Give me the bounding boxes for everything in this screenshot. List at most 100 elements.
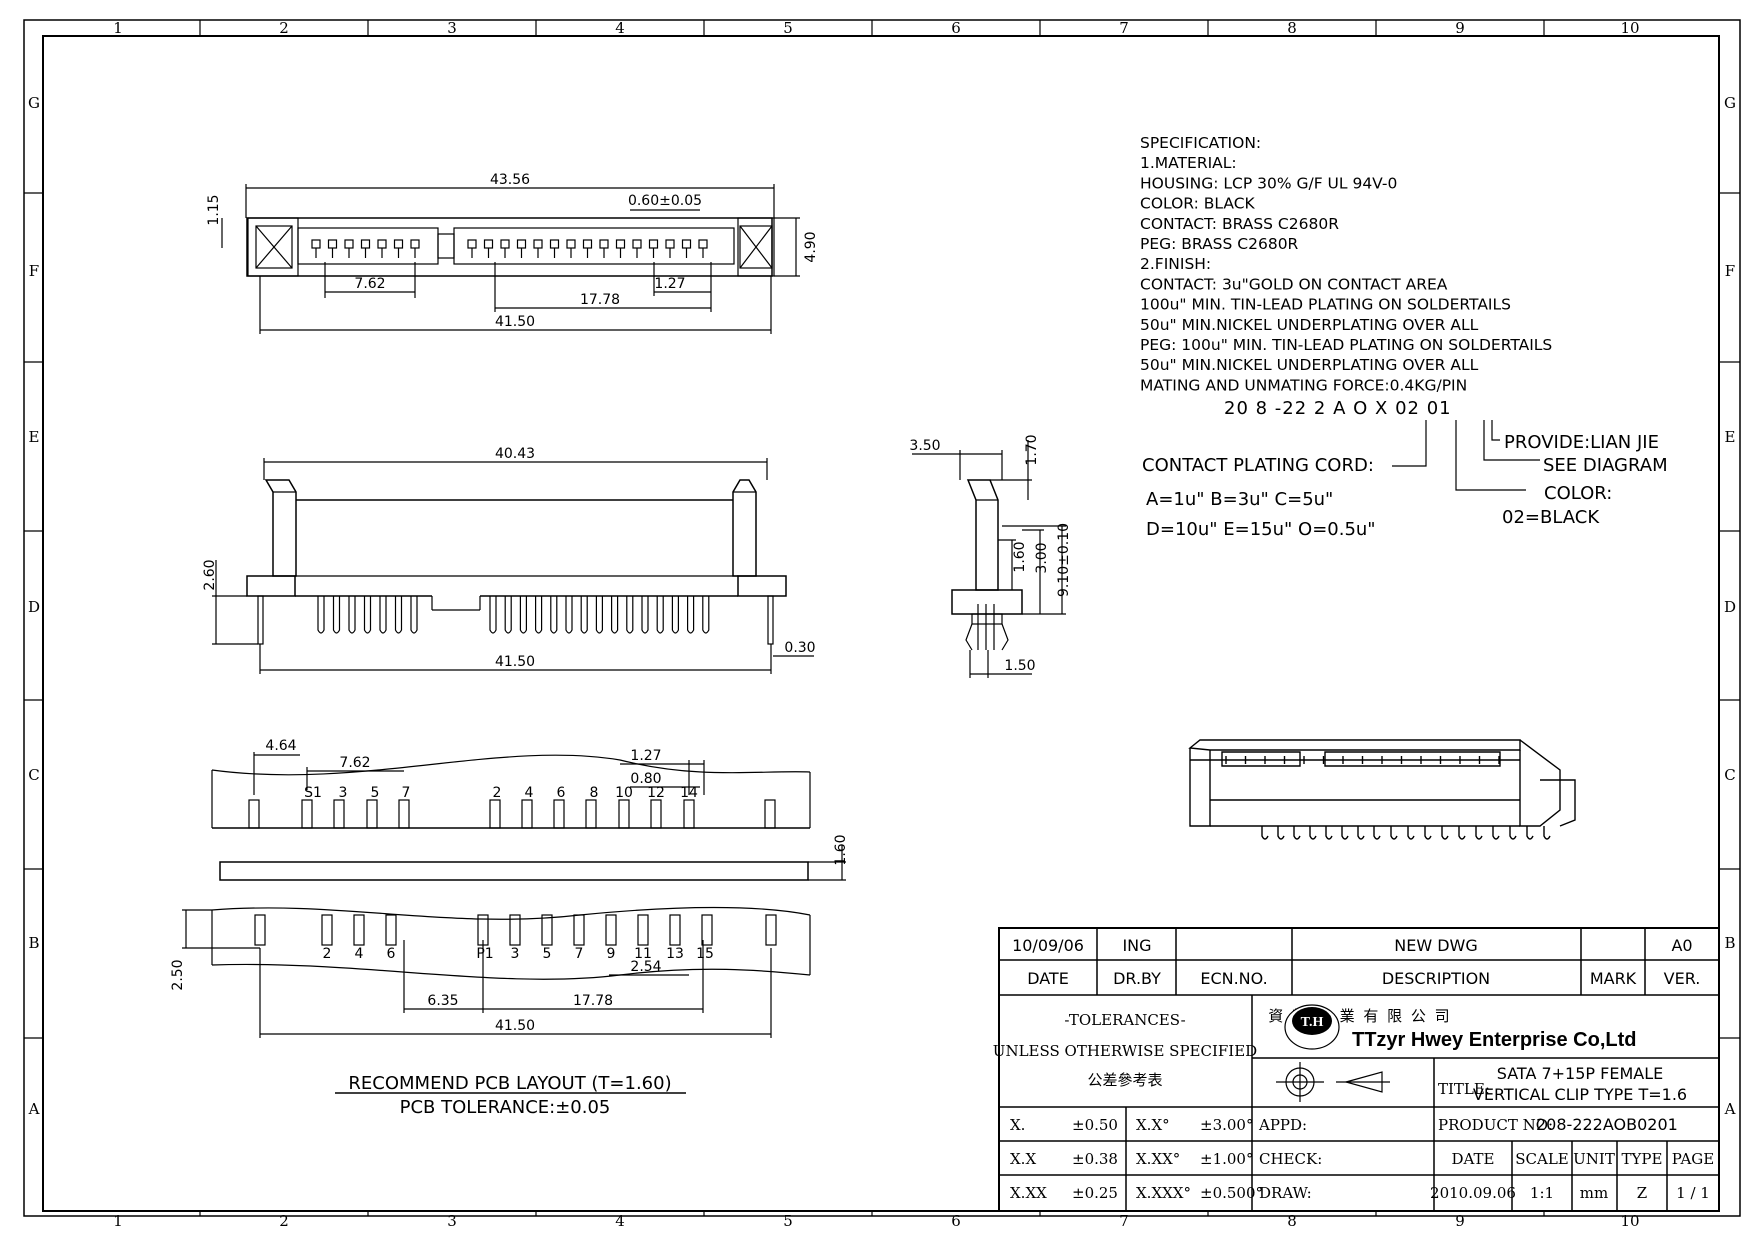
pcb-pad — [573, 914, 585, 946]
tb-h-type: TYPE — [1622, 1150, 1663, 1168]
pcb-pin-label: 2 — [323, 946, 332, 962]
tol-cell: X.XX — [1010, 1184, 1047, 1202]
dim-2-60: 2.60 — [202, 559, 218, 590]
dim-1-50: 1.50 — [1004, 658, 1035, 674]
dim-41-50-pcb: 41.50 — [495, 1018, 535, 1034]
tb-v-scale: 1:1 — [1530, 1184, 1554, 1202]
dim-3-00: 3.00 — [1034, 542, 1050, 573]
top-pin — [516, 239, 527, 249]
tb-desc-value: NEW DWG — [1394, 936, 1478, 955]
dim-0-80: 0.80 — [630, 771, 661, 787]
pcb-pad — [637, 914, 649, 946]
tb-title-line-2: VERTICAL CLIP TYPE T=1.6 — [1473, 1085, 1687, 1104]
dim-7-62-pcb: 7.62 — [339, 755, 370, 771]
iso-pin — [1261, 826, 1269, 840]
front-pin — [580, 596, 588, 634]
top-pin — [410, 239, 420, 249]
spec-line: 2.FINISH: — [1140, 255, 1211, 273]
front-pin — [504, 596, 512, 634]
row-label: E — [1725, 428, 1736, 446]
front-pin — [687, 596, 695, 634]
pcb-pad — [353, 914, 365, 946]
top-pin — [549, 239, 560, 249]
part-code: 20 8 -22 2 A O X 02 01 — [1224, 398, 1452, 419]
pcb-pin-label: 11 — [634, 946, 652, 962]
spec-line: CONTACT: BRASS C2680R — [1140, 215, 1339, 233]
pcb-pad — [321, 914, 333, 946]
tol-cell: X.X° — [1136, 1116, 1170, 1134]
color-label: COLOR: — [1544, 483, 1612, 504]
tb-title-label: TITLE: — [1438, 1080, 1490, 1098]
front-pin — [626, 596, 634, 634]
top-pin — [698, 239, 708, 249]
provide-label: PROVIDE:LIAN JIE — [1504, 432, 1659, 453]
pcb-pad — [605, 914, 617, 946]
pcb-pin-label: 3 — [339, 785, 348, 801]
front-pin — [379, 596, 387, 634]
col-label: 2 — [279, 19, 289, 37]
col-label: 1 — [113, 19, 123, 37]
col-label: 10 — [1620, 1212, 1639, 1230]
pcb-pad — [765, 914, 777, 946]
pcb-pin-label: 8 — [590, 785, 599, 801]
pcb-pad — [248, 799, 260, 829]
row-label: B — [28, 934, 39, 952]
row-label: C — [28, 766, 39, 784]
row-label: D — [1724, 598, 1736, 616]
col-label: 4 — [615, 19, 625, 37]
tb-tol-title: -TOLERANCES- — [1064, 1011, 1185, 1029]
col-label: 5 — [783, 19, 793, 37]
row-label: F — [29, 262, 39, 280]
tol-cell: X.XX° — [1136, 1150, 1180, 1168]
row-label: G — [1724, 94, 1736, 112]
top-pin — [393, 239, 404, 249]
tb-appd-label: APPD: — [1258, 1116, 1307, 1134]
dim-1-27-pcb: 1.27 — [630, 748, 661, 764]
tb-h-unit: UNIT — [1573, 1150, 1615, 1168]
pcb-pin-label: 7 — [402, 785, 411, 801]
dim-1-15: 1.15 — [206, 194, 222, 225]
pcb-pin-label: S1 — [304, 785, 322, 801]
iso-pin — [1424, 826, 1432, 840]
pcb-pad — [521, 799, 533, 829]
dim-6-35: 6.35 — [427, 993, 458, 1009]
tb-h-drby: DR.BY — [1113, 969, 1161, 988]
tol-cell: ±0.50 — [1072, 1116, 1118, 1134]
iso-pin — [1543, 826, 1551, 840]
tb-tol-cn: 公差參考表 — [1087, 1071, 1162, 1089]
spec-line: 50u" MIN.NICKEL UNDERPLATING OVER ALL — [1140, 356, 1479, 374]
iso-pin — [1492, 826, 1500, 840]
tb-v-type: Z — [1637, 1184, 1647, 1202]
dim-40-43: 40.43 — [495, 446, 535, 462]
dim-1-70: 1.70 — [1024, 434, 1040, 465]
dim-4-64: 4.64 — [265, 738, 296, 754]
col-label: 8 — [1287, 1212, 1297, 1230]
tol-cell: ±3.00° — [1200, 1116, 1253, 1134]
iso-pin — [1277, 826, 1285, 840]
company-logo: T.H — [1284, 1004, 1340, 1050]
dim-3-50: 3.50 — [909, 438, 940, 454]
top-pin — [377, 239, 387, 249]
see-diagram-label: SEE DIAGRAM — [1543, 455, 1668, 476]
isometric-view — [1188, 739, 1576, 840]
col-label: 10 — [1620, 19, 1639, 37]
dim-2-54: 2.54 — [630, 959, 661, 975]
front-pin — [332, 596, 341, 634]
col-label: 1 — [113, 1212, 123, 1230]
dim-7-62: 7.62 — [354, 276, 385, 292]
dim-43-56: 43.56 — [490, 172, 530, 188]
dim-1-60: 1.60 — [1012, 541, 1028, 572]
col-label: 4 — [615, 1212, 625, 1230]
spec-line: 1.MATERIAL: — [1140, 154, 1237, 172]
row-label: A — [28, 1100, 40, 1118]
pcb-pad — [398, 799, 410, 829]
row-label: D — [28, 598, 40, 616]
top-pin — [566, 239, 576, 249]
pcb-pad — [489, 799, 501, 829]
iso-pin — [1407, 826, 1415, 840]
top-pin — [599, 239, 609, 249]
top-pin — [344, 239, 354, 249]
iso-pin — [1509, 826, 1517, 840]
pcb-tolerance: PCB TOLERANCE:±0.05 — [400, 1097, 611, 1118]
